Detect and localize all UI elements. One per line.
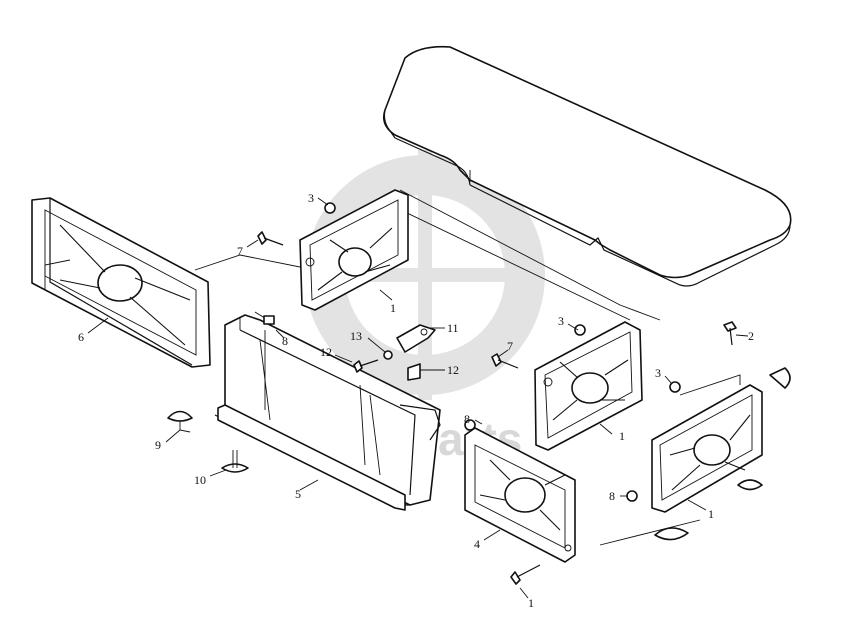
lower-plate-part-4 xyxy=(464,427,576,563)
label-2: 2 xyxy=(748,329,754,343)
label-1-middle: 1 xyxy=(619,429,625,443)
label-5: 5 xyxy=(295,487,301,501)
label-12-left: 12 xyxy=(320,345,332,359)
mounting-plate-right xyxy=(651,374,763,513)
label-3-right: 3 xyxy=(655,366,661,380)
label-1-bottom: 1 xyxy=(528,596,534,610)
leader-lines xyxy=(87,197,749,599)
label-7-middle: 7 xyxy=(507,339,513,353)
label-10: 10 xyxy=(194,473,206,487)
label-8-right: 8 xyxy=(609,489,615,503)
label-11: 11 xyxy=(447,321,459,335)
label-3-upper: 3 xyxy=(308,191,314,205)
back-panel xyxy=(194,189,701,546)
label-7-left: 7 xyxy=(237,244,243,258)
main-frame-part-5 xyxy=(214,311,441,511)
mounting-plate-upper xyxy=(299,189,409,311)
callout-labels: 3 7 1 6 8 11 13 12 12 3 7 2 3 1 8 9 10 5… xyxy=(78,191,754,610)
rubber-feet xyxy=(167,367,791,541)
fasteners xyxy=(257,202,737,585)
label-6: 6 xyxy=(78,330,84,344)
label-9: 9 xyxy=(155,438,161,452)
label-8-middle: 8 xyxy=(464,412,470,426)
label-1-upper: 1 xyxy=(390,301,396,315)
label-12-right: 12 xyxy=(447,363,459,377)
left-tray-part-6 xyxy=(31,197,211,368)
label-8-left: 8 xyxy=(282,334,288,348)
mounting-plate-middle xyxy=(534,321,643,451)
label-1-right: 1 xyxy=(708,507,714,521)
label-13: 13 xyxy=(350,329,362,343)
top-cover xyxy=(379,45,792,321)
label-3-middle: 3 xyxy=(558,314,564,328)
label-4: 4 xyxy=(474,537,480,551)
